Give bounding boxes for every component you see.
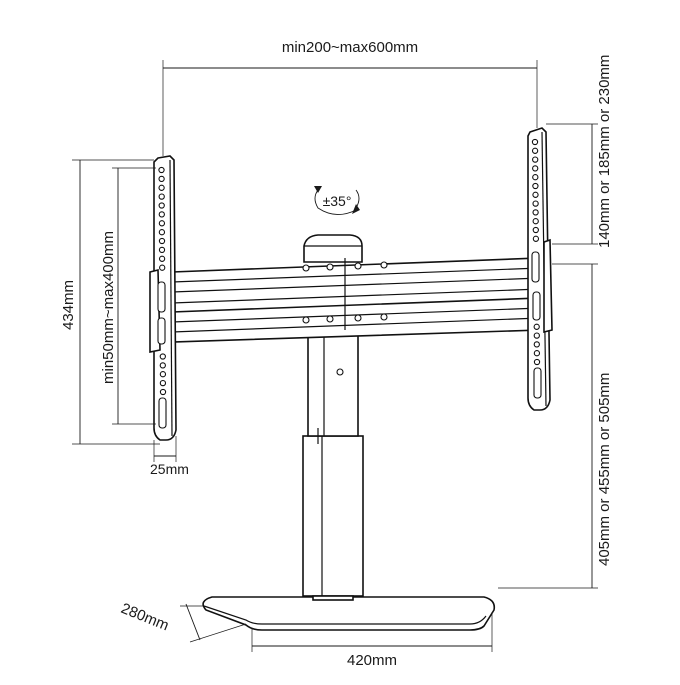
base-width-label: 420mm (347, 652, 397, 669)
base-plate (202, 596, 496, 631)
mounting-hole (158, 193, 165, 200)
profile-depth-label: 25mm (150, 461, 189, 477)
vesa-height-label: min50mm~max400mm (100, 231, 117, 384)
mounting-hole (158, 184, 165, 191)
upper-rail (171, 257, 541, 315)
total-height-dimension (72, 159, 160, 445)
bracket-offset-dimension (546, 123, 598, 245)
vesa-width-dimension (162, 60, 538, 156)
mounting-hole (532, 191, 539, 198)
mounting-hole (531, 147, 539, 154)
mounting-hole (159, 264, 166, 271)
total-height-label: 434mm (60, 280, 77, 330)
mounting-hole (532, 182, 539, 190)
base-depth-label: 280mm (119, 600, 172, 635)
rotation-arrow-icon (314, 186, 360, 215)
mounting-hole (158, 175, 165, 183)
mounting-hole (158, 246, 166, 254)
base-width-dimension (251, 612, 493, 652)
mounting-hole (533, 332, 540, 339)
mounting-hole (158, 202, 165, 209)
bracket-offset-label: 140mm or 185mm or 230mm (596, 55, 613, 248)
pillar-height-dimension (498, 263, 598, 589)
rail-screws (302, 261, 388, 324)
right-arm-slots (531, 251, 542, 399)
pillar-screw (336, 368, 344, 376)
mounting-hole (158, 211, 165, 218)
rotation-label: ±35° (323, 193, 352, 209)
pillar-height-label: 405mm or 455mm or 505mm (596, 373, 613, 566)
mounting-hole (532, 226, 539, 234)
pillar-upper (307, 319, 359, 437)
pillar-foot (312, 595, 354, 601)
mounting-hole (532, 156, 539, 163)
mounting-hole (159, 379, 167, 387)
mounting-hole (532, 218, 539, 225)
vesa-height-dimension (112, 167, 156, 425)
mounting-hole (159, 353, 166, 360)
profile-depth-dimension (153, 436, 177, 462)
vesa-width-label: min200~max600mm (282, 39, 418, 56)
mounting-hole (533, 323, 540, 330)
mounting-hole (532, 165, 539, 172)
mounting-hole (158, 237, 166, 245)
right-arm-holes (531, 138, 541, 366)
mounting-hole (159, 362, 166, 369)
pillar-lower (302, 435, 364, 597)
mounting-hole (159, 371, 167, 378)
pillar-head (303, 234, 363, 263)
base-depth-dimension (180, 603, 247, 643)
mounting-hole (159, 388, 167, 396)
mounting-hole (158, 220, 166, 227)
left-arm-slots (157, 281, 167, 429)
mounting-hole (158, 166, 165, 174)
mounting-hole (158, 255, 166, 262)
left-arm-holes (158, 166, 167, 396)
base-plate-edge (203, 605, 487, 625)
mounting-hole (532, 200, 539, 207)
mounting-hole (533, 341, 540, 348)
mounting-hole (533, 350, 541, 357)
mounting-hole (532, 174, 539, 181)
mounting-hole (533, 358, 541, 366)
mounting-hole (532, 209, 539, 216)
right-vertical-arm (527, 127, 553, 411)
mounting-hole (532, 235, 540, 242)
mounting-hole (531, 138, 539, 146)
mounting-hole (158, 229, 166, 236)
